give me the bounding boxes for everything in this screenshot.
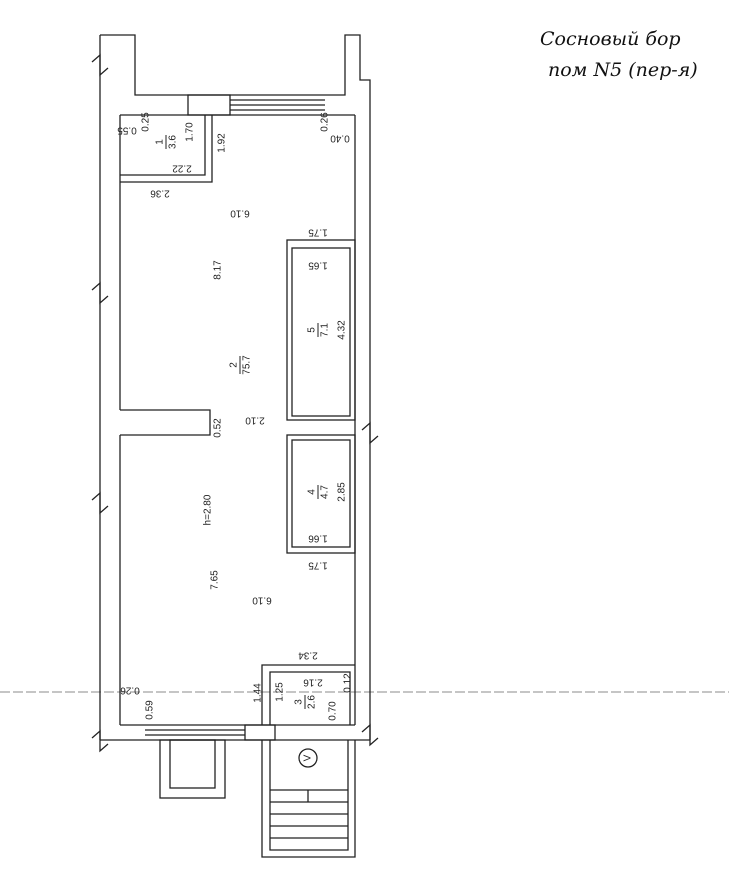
dim: 6.10 xyxy=(252,594,272,605)
dim: 0.55 xyxy=(117,124,137,135)
dim: 0.70 xyxy=(328,701,339,721)
room-5-label: 5 7.1 xyxy=(307,323,331,337)
walls xyxy=(91,34,379,858)
dim: 1.65 xyxy=(308,259,328,270)
dim: 2.16 xyxy=(303,676,323,687)
dim: 1.75 xyxy=(308,559,328,570)
dim: 2.34 xyxy=(298,649,318,660)
ceiling-height: h=2.80 xyxy=(203,494,214,525)
svg-text:75.7: 75.7 xyxy=(242,355,253,375)
svg-text:7.1: 7.1 xyxy=(320,323,331,337)
svg-text:3: 3 xyxy=(294,699,305,705)
svg-text:4.7: 4.7 xyxy=(320,485,331,499)
dim: 1.75 xyxy=(308,226,328,237)
entrance-marker-circle xyxy=(298,748,318,768)
dimension-labels: 0.55 0.25 1.70 1.92 2.22 2.36 0.26 0.40 … xyxy=(117,112,354,721)
svg-text:4: 4 xyxy=(307,489,318,495)
room-3-label: 3 2.6 xyxy=(294,695,318,709)
dim: 0.12 xyxy=(343,673,354,693)
dim: 1.44 xyxy=(253,683,264,703)
dim: 2.22 xyxy=(172,162,192,173)
dim: 4.32 xyxy=(337,320,348,340)
dim: 2.36 xyxy=(150,187,170,198)
dim: 0.40 xyxy=(330,132,350,143)
room-1-label: 1 3.6 xyxy=(155,135,179,149)
svg-text:1: 1 xyxy=(155,139,166,145)
dim: 0.26 xyxy=(320,112,331,132)
dim: 1.70 xyxy=(185,122,196,142)
dim: 6.10 xyxy=(230,207,250,218)
dim: 1.92 xyxy=(217,133,228,153)
svg-text:2.6: 2.6 xyxy=(307,695,318,709)
dim: 1.66 xyxy=(308,532,328,543)
svg-text:3.6: 3.6 xyxy=(168,135,179,149)
dim: 2.85 xyxy=(337,482,348,502)
svg-text:2: 2 xyxy=(229,362,240,368)
dim: 0.59 xyxy=(145,700,156,720)
dim: 8.17 xyxy=(213,260,224,280)
dim: 2.10 xyxy=(245,414,265,425)
dim: 1.25 xyxy=(275,682,286,702)
entrance-marker: V xyxy=(303,754,314,761)
dim: 0.52 xyxy=(213,418,224,438)
room-labels: 1 3.6 2 75.7 3 2.6 4 4.7 5 7.1 V xyxy=(155,135,331,762)
handwritten-title-line2: пом N5 (пер-я) xyxy=(548,59,698,81)
room-2-label: 2 75.7 xyxy=(229,355,253,375)
dim: 0.26 xyxy=(120,684,140,695)
room-4-label: 4 4.7 xyxy=(307,485,331,499)
svg-text:5: 5 xyxy=(307,327,318,333)
dim: 7.65 xyxy=(210,570,221,590)
dim: 0.25 xyxy=(141,112,152,132)
handwritten-title-line1: Сосновый бор xyxy=(540,28,681,50)
